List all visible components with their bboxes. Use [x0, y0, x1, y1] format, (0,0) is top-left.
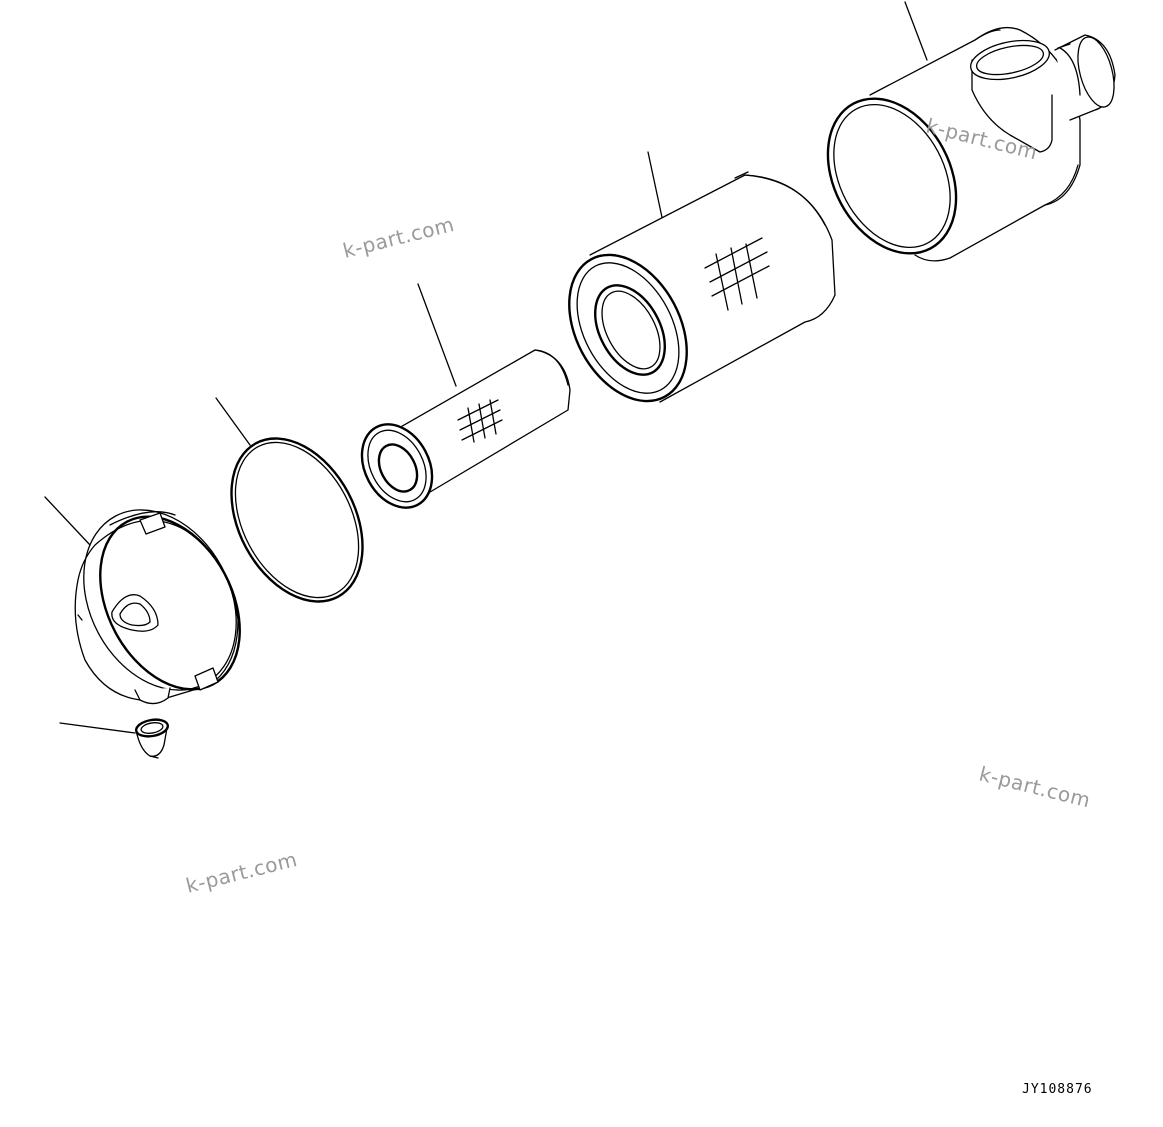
watermark-4: k-part.com [183, 847, 299, 898]
outer-filter-element [568, 151, 836, 403]
evacuator-valve [59, 718, 170, 759]
o-ring-seal [215, 397, 364, 603]
watermark-1: k-part.com [340, 212, 456, 263]
inner-safety-element [360, 283, 571, 509]
leader-line-outer-element [647, 151, 664, 223]
air-cleaner-housing [826, 1, 1116, 262]
leader-line-dust-cover [44, 496, 91, 546]
watermark-3: k-part.com [977, 762, 1093, 813]
leader-line-housing [904, 1, 928, 61]
mesh-symbol-outer [704, 237, 770, 311]
drawing-code: JY108876 [1022, 1082, 1093, 1097]
leader-line-evacuator [59, 722, 136, 734]
leader-line-o-ring [215, 397, 251, 446]
mesh-symbol-inner [457, 399, 503, 443]
leader-line-inner-element [417, 283, 457, 387]
dust-cover [44, 496, 241, 705]
